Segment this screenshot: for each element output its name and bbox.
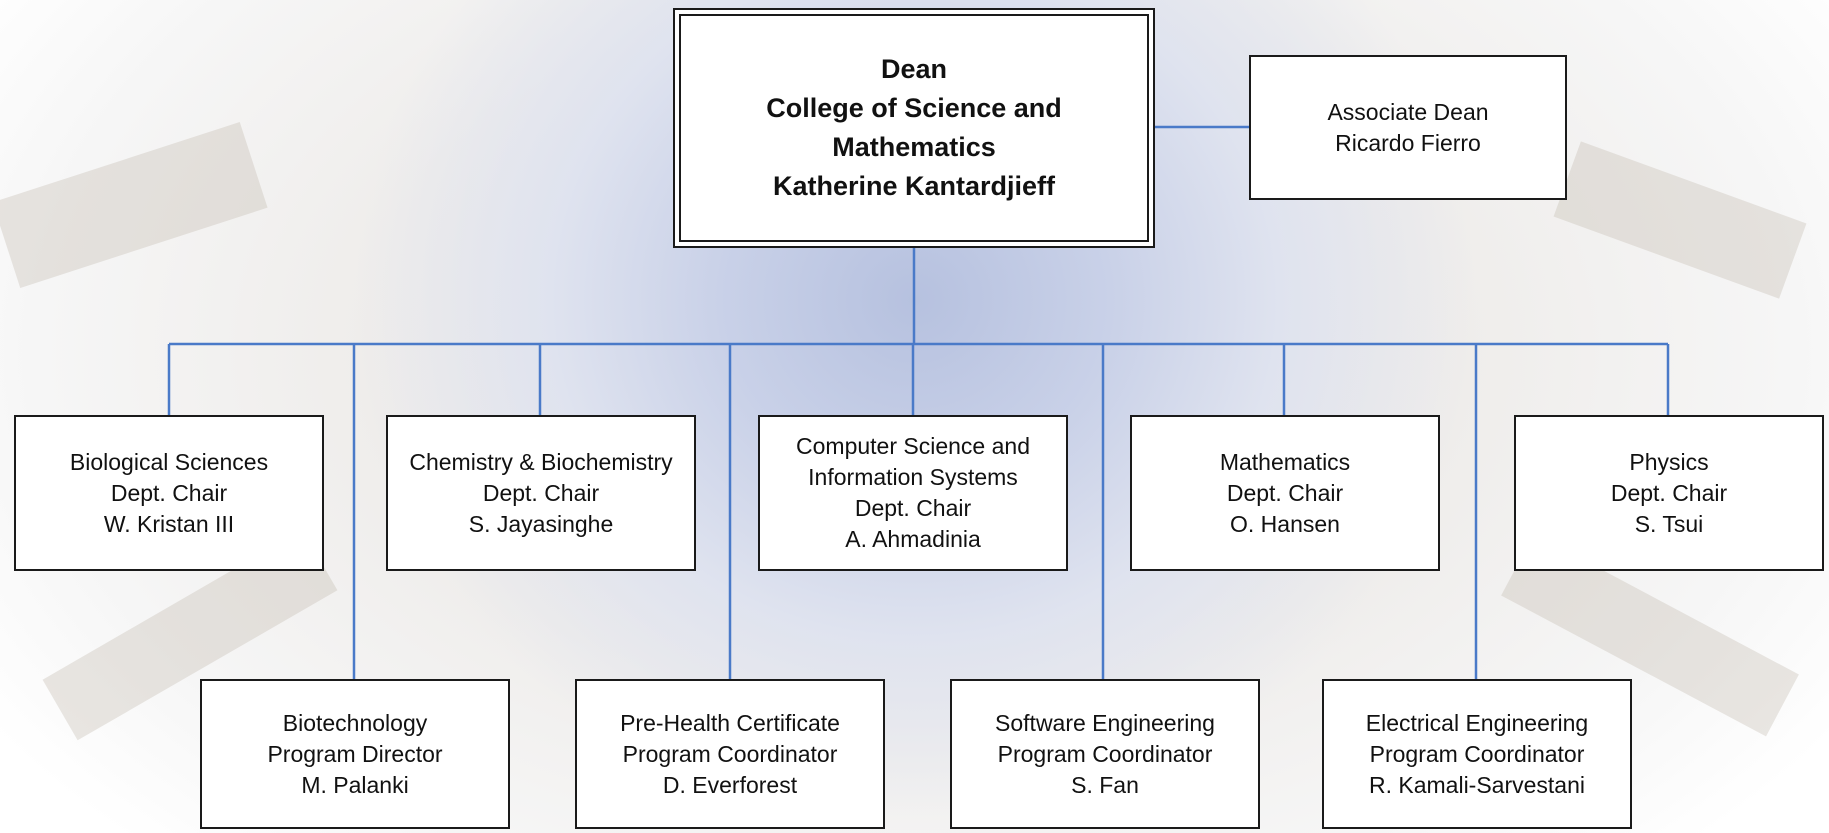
dept-name-line2: Information Systems [808,464,1018,490]
associate-dean-name: Ricardo Fierro [1335,129,1481,156]
associate-dean-box: Associate Dean Ricardo Fierro [1249,55,1567,200]
dept-person: S. Jayasinghe [468,510,614,537]
dean-college-line2: Mathematics [832,132,996,162]
program-name: Pre-Health Certificate [620,709,840,736]
dept-person: A. Ahmadinia [845,526,981,552]
dean-box: Dean College of Science and Mathematics … [673,8,1155,248]
dean-name: Katherine Kantardjieff [772,171,1056,201]
dept-name: Biological Sciences [69,448,269,475]
program-box-pre-health: Pre-Health Certificate Program Coordinat… [575,679,885,829]
dept-person: O. Hansen [1230,510,1340,537]
dept-box-chemistry-biochemistry: Chemistry & Biochemistry Dept. Chair S. … [386,415,696,571]
dept-role: Dept. Chair [854,495,972,521]
dept-name: Mathematics [1219,448,1351,475]
program-role: Program Coordinator [622,740,838,767]
associate-dean-title: Associate Dean [1327,98,1489,125]
program-box-software-engineering: Software Engineering Program Coordinator… [950,679,1260,829]
dept-box-physics: Physics Dept. Chair S. Tsui [1514,415,1824,571]
program-name: Biotechnology [282,709,428,736]
dept-name-line1: Computer Science and [796,433,1030,459]
program-person: D. Everforest [662,771,798,798]
dept-person: S. Tsui [1634,510,1704,537]
program-name: Electrical Engineering [1365,709,1589,736]
dept-name: Physics [1629,448,1709,475]
program-person: M. Palanki [301,771,409,798]
program-box-biotechnology: Biotechnology Program Director M. Palank… [200,679,510,829]
program-person: R. Kamali-Sarvestani [1368,771,1586,798]
program-role: Program Coordinator [997,740,1213,767]
dean-college-line1: College of Science and [766,93,1062,123]
program-role: Program Coordinator [1369,740,1585,767]
dept-role: Dept. Chair [1610,479,1728,506]
dept-role: Dept. Chair [110,479,228,506]
dept-role: Dept. Chair [482,479,600,506]
program-person: S. Fan [1071,771,1139,798]
dept-box-biological-sciences: Biological Sciences Dept. Chair W. Krist… [14,415,324,571]
dean-title: Dean [880,54,948,84]
dept-role: Dept. Chair [1226,479,1344,506]
dept-box-computer-science: Computer Science and Information Systems… [758,415,1068,571]
program-box-electrical-engineering: Electrical Engineering Program Coordinat… [1322,679,1632,829]
dept-name: Chemistry & Biochemistry [409,448,673,475]
program-name: Software Engineering [995,709,1215,736]
dept-person: W. Kristan III [103,510,235,537]
program-role: Program Director [267,740,443,767]
dept-box-mathematics: Mathematics Dept. Chair O. Hansen [1130,415,1440,571]
